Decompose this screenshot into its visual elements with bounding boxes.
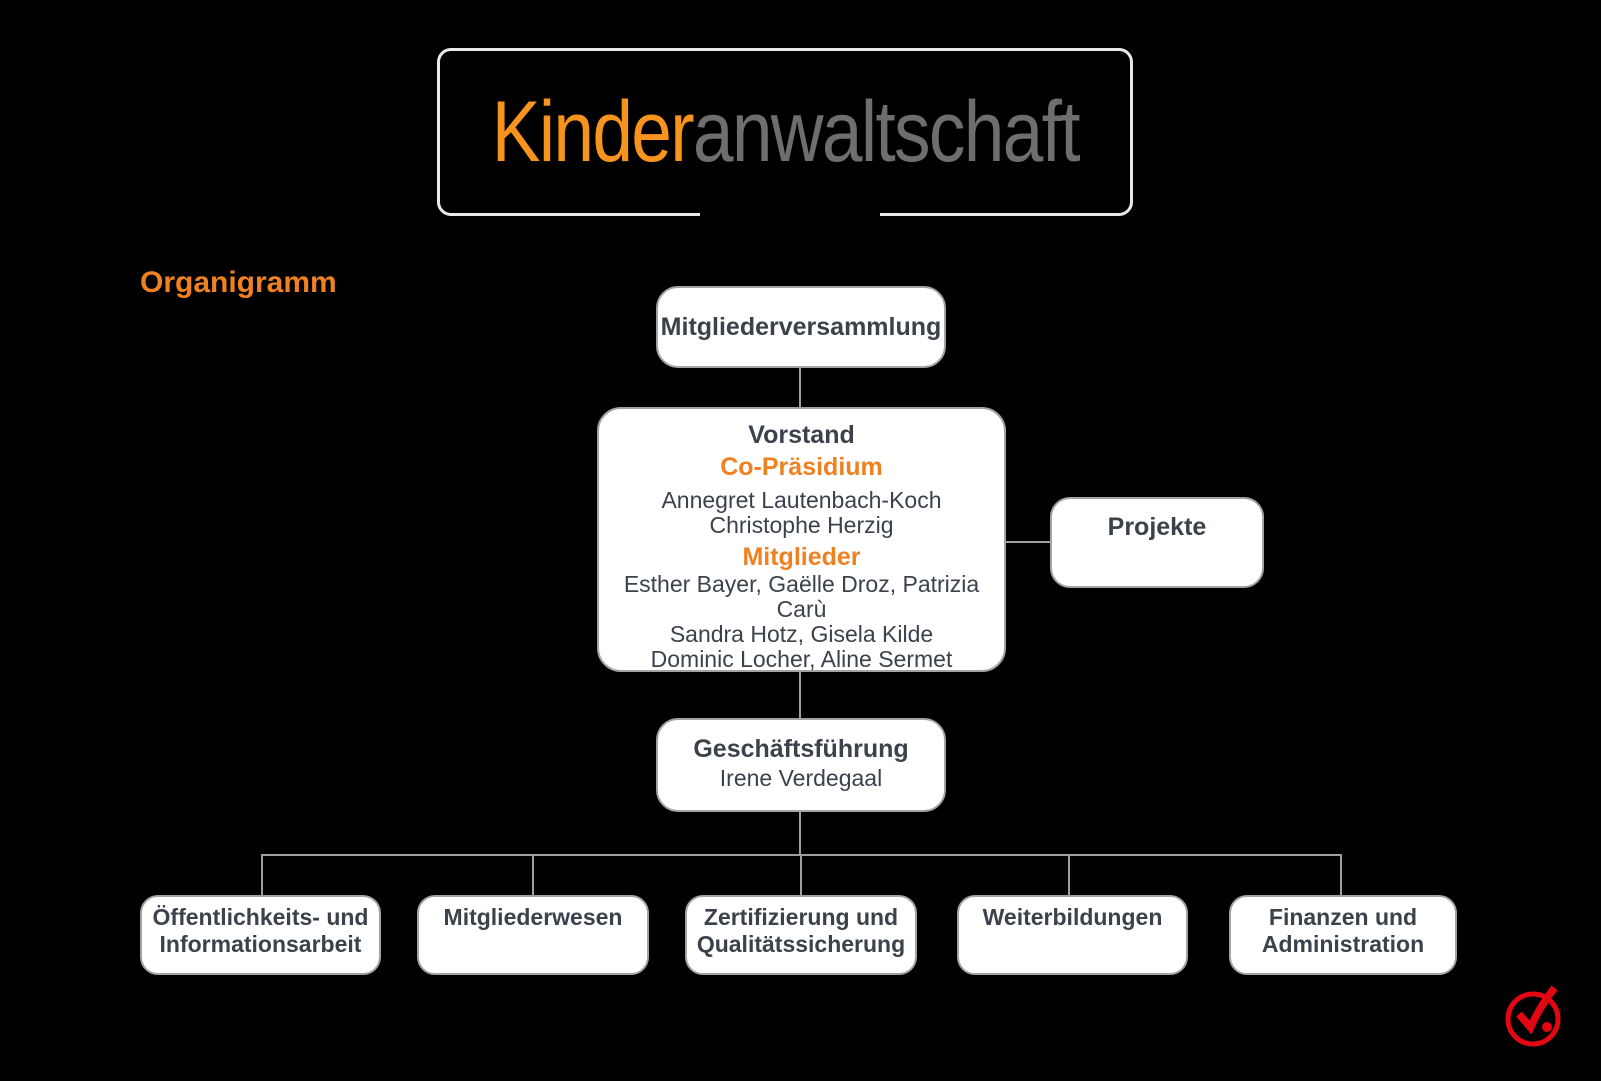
connector-geschaeftsfuehrung-tree bbox=[799, 812, 801, 855]
box-mitgliederwesen: Mitgliederwesen bbox=[417, 895, 649, 975]
logo-border-gap bbox=[700, 210, 880, 220]
vorstand-member: Dominic Locher, Aline Sermet bbox=[650, 646, 953, 672]
vorstand-section-heading-mitglieder: Mitglieder bbox=[742, 543, 861, 571]
box-geschaeftsfuehrung: Geschäftsführung Irene Verdegaal bbox=[656, 718, 946, 812]
dept-label-line: Administration bbox=[1261, 931, 1425, 957]
dept-label-line: Öffentlichkeits- und bbox=[152, 904, 369, 930]
vorstand-member: Annegret Lautenbach-Koch bbox=[661, 487, 942, 513]
box-weiterbildungen: Weiterbildungen bbox=[957, 895, 1188, 975]
box-zertifizierung-und-qualitaetssicherung: Zertifizierung und Qualitätssicherung bbox=[685, 895, 917, 975]
logo-wordmark: Kinderanwaltschaft bbox=[491, 83, 1081, 182]
geschaeftsfuehrung-title: Geschäftsführung bbox=[693, 735, 909, 763]
vorstand-section-heading-copraesidium: Co-Präsidium bbox=[720, 453, 883, 481]
connector-drop-2 bbox=[532, 854, 534, 895]
box-oeffentlichkeits-und-informationsarbeit: Öffentlichkeits- und Informationsarbeit bbox=[140, 895, 381, 975]
logo-wordmark-part1: Kinder bbox=[491, 83, 694, 180]
connector-drop-5 bbox=[1340, 854, 1342, 895]
dept-label-line: Qualitätssicherung bbox=[696, 931, 906, 957]
dept-label-line: Zertifizierung und bbox=[703, 904, 899, 930]
vorstand-member: Esther Bayer, Gaëlle Droz, Patrizia Carù bbox=[623, 571, 980, 622]
vorstand-title: Vorstand bbox=[748, 421, 855, 449]
logo-wordmark-part2: anwaltschaft bbox=[692, 83, 1081, 180]
checkmark-circle-icon bbox=[1505, 985, 1561, 1047]
box-projekte: Projekte bbox=[1050, 497, 1264, 588]
connector-mitgliederversammlung-vorstand bbox=[799, 368, 801, 407]
dept-label-line: Finanzen und bbox=[1268, 904, 1418, 930]
dept-label-line: Informationsarbeit bbox=[159, 931, 362, 957]
vorstand-member: Sandra Hotz, Gisela Kilde bbox=[669, 621, 934, 647]
dept-label-line: Mitgliederwesen bbox=[443, 904, 623, 930]
vorstand-member: Christophe Herzig bbox=[709, 512, 894, 538]
kinderanwaltschaft-logo: Kinderanwaltschaft bbox=[437, 48, 1133, 216]
connector-drop-4 bbox=[1068, 854, 1070, 895]
connector-vorstand-projekte bbox=[1006, 541, 1050, 543]
connector-drop-1 bbox=[261, 854, 263, 895]
mitgliederversammlung-title: Mitgliederversammlung bbox=[660, 312, 942, 341]
box-vorstand: Vorstand Co-Präsidium Annegret Lautenbac… bbox=[597, 407, 1006, 672]
box-finanzen-und-administration: Finanzen und Administration bbox=[1229, 895, 1457, 975]
dept-label-line: Weiterbildungen bbox=[982, 904, 1163, 930]
projekte-title: Projekte bbox=[1107, 513, 1207, 541]
connector-drop-3 bbox=[800, 854, 802, 895]
page-title: Organigramm bbox=[140, 266, 337, 299]
geschaeftsfuehrung-person: Irene Verdegaal bbox=[719, 765, 883, 791]
connector-vorstand-geschaeftsfuehrung bbox=[799, 672, 801, 718]
box-mitgliederversammlung: Mitgliederversammlung bbox=[656, 286, 946, 368]
